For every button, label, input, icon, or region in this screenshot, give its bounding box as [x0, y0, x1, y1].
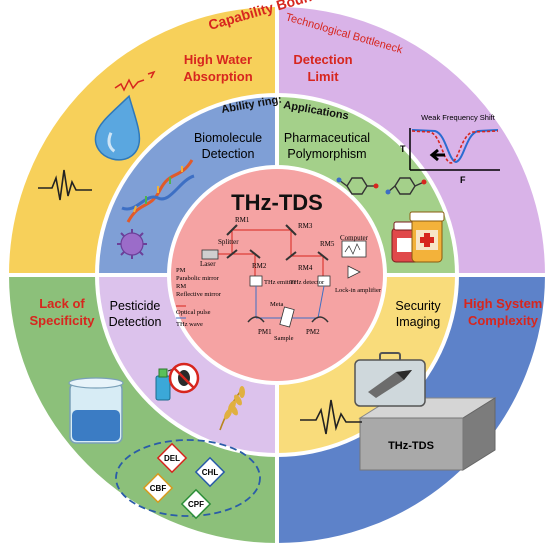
- thz-tds-device-icon: THz-TDS: [358, 397, 497, 471]
- center-circle: [171, 169, 383, 381]
- laser-box: [201, 249, 219, 260]
- rm3-label: RM3: [298, 222, 313, 230]
- pesticide-group-outline: [115, 439, 261, 517]
- legend-pm: PM: [176, 267, 186, 274]
- legend-reflective-mirror: Reflective mirror: [176, 291, 222, 298]
- svg-text:CBF: CBF: [150, 484, 167, 493]
- rm4-mirror: [285, 251, 297, 261]
- detector-label: THz detector: [290, 279, 325, 286]
- pharma-line2: Polymorphism: [287, 147, 366, 161]
- biomolecule-line1: Biomolecule: [194, 131, 262, 145]
- sample-plate: [279, 306, 295, 328]
- pesticide-diamond-cpf: CPF: [180, 488, 212, 520]
- graph-ylabel: T: [400, 144, 406, 154]
- sample-label: Sample: [274, 335, 294, 342]
- biomolecule-line2: Detection: [202, 147, 255, 161]
- water-drop-icon: [94, 94, 141, 161]
- detection-limit-line2: Limit: [307, 69, 339, 84]
- graph-curve-original: [411, 129, 499, 164]
- rm2-label: RM2: [252, 262, 267, 270]
- rm4-label: RM4: [298, 264, 313, 272]
- molecule-icon-2: [385, 177, 427, 195]
- virus-icon: [117, 229, 147, 259]
- signal-arrowhead-icon: [147, 70, 156, 79]
- high-water-line2: Absorption: [183, 69, 252, 84]
- rm1-mirror: [226, 224, 238, 236]
- legend-optical-pulse: Optical pulse: [176, 309, 211, 316]
- beaker-icon: [68, 377, 124, 444]
- high-complexity-line2: Complexity: [468, 313, 539, 328]
- thz-waveform-complexity-icon: [300, 399, 362, 435]
- signal-squiggle-icon: [114, 78, 145, 92]
- pesticide-line1: Pesticide: [110, 299, 161, 313]
- emitter-label: THz emitter: [264, 279, 296, 286]
- pharma-line1: Pharmaceutical: [284, 131, 370, 145]
- graph-curve-shifted: [411, 130, 499, 164]
- computer-label: Computer: [340, 234, 369, 242]
- molecule-icon-1: [336, 177, 379, 195]
- detection-limit-line1: Detection: [293, 52, 352, 67]
- device-label: THz-TDS: [388, 440, 434, 452]
- rm2-mirror: [249, 249, 261, 259]
- lockin-label: Lock-in amplifier: [335, 287, 382, 294]
- svg-text:DEL: DEL: [164, 454, 180, 463]
- pm1-label: PM1: [258, 328, 272, 336]
- lack-specificity-line1: Lack of: [39, 296, 85, 311]
- rm5-mirror: [317, 251, 329, 261]
- pm2-mirror: [311, 316, 329, 323]
- lockin-triangle: [347, 265, 361, 279]
- rm1-label: RM1: [235, 216, 250, 224]
- medicine-bottles-icon: [391, 211, 445, 263]
- water-drop-highlight-icon: [107, 132, 116, 153]
- pm2-label: PM2: [306, 328, 320, 336]
- lack-specificity-line2: Specificity: [29, 313, 95, 328]
- frequency-shift-graph: Weak Frequency Shift T F: [400, 113, 500, 185]
- graph-title: Weak Frequency Shift: [421, 113, 496, 122]
- svg-text:CPF: CPF: [188, 500, 204, 509]
- no-bug-icon: [168, 362, 200, 394]
- pesticide-diamond-chl: CHL: [194, 456, 226, 488]
- pesticide-diamond-del: DEL: [156, 442, 188, 474]
- security-line2: Imaging: [396, 315, 441, 329]
- center-title: THz-TDS: [231, 190, 323, 215]
- high-water-line1: High Water: [184, 52, 252, 67]
- pesticide-line2: Detection: [109, 315, 162, 329]
- security-line1: Security: [395, 299, 441, 313]
- laser-label: Laser: [200, 260, 216, 268]
- pm1-mirror: [247, 316, 265, 323]
- legend-rm: RM: [176, 283, 186, 290]
- shift-arrow-icon: [429, 148, 445, 162]
- dna-helix-icon: [121, 159, 195, 223]
- wheat-icon: [219, 386, 245, 431]
- splitter-mirror: [226, 249, 238, 259]
- computer-box: [341, 240, 367, 258]
- high-complexity-line1: High System: [464, 296, 543, 311]
- rm5-label: RM5: [320, 240, 335, 248]
- splitter-label: Splitter: [218, 238, 239, 246]
- setup-diagram: Laser RM1 RM3 Splitter RM2 RM4 RM5 Compu…: [176, 216, 382, 342]
- legend-thz-wave: THz wave: [176, 321, 203, 328]
- suitcase-knife-icon: [354, 352, 426, 407]
- svg-text:CHL: CHL: [202, 468, 219, 477]
- rm3-mirror: [285, 224, 297, 236]
- legend-parabolic-mirror: Parabolic mirror: [176, 275, 220, 282]
- thz-waveform-icon: [38, 169, 92, 201]
- emitter-box: [249, 275, 263, 287]
- pesticide-diamond-cbf: CBF: [142, 472, 174, 504]
- graph-xlabel: F: [460, 175, 466, 185]
- meta-label: Meta: [270, 301, 283, 308]
